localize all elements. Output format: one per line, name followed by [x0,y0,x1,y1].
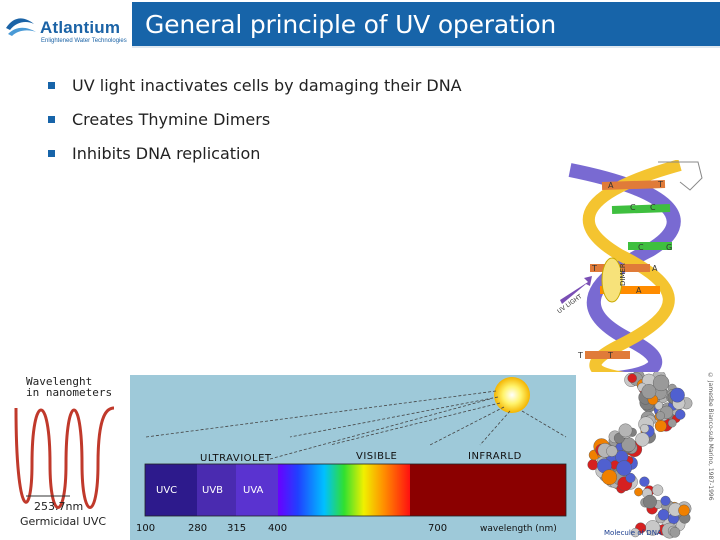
wavelength-figure [4,372,128,532]
base-label: T [591,264,597,273]
infrared-band [410,464,566,516]
germicidal-caption: Germicidal UVC [20,515,107,528]
atom-sphere [616,460,632,476]
atom-sphere [674,409,686,420]
molecule-caption: Molecule of DNA [604,529,662,537]
atom-sphere [669,526,681,538]
atom-sphere [678,504,690,517]
atom-sphere [606,445,618,457]
base-label: T [657,180,663,189]
title-bar [132,2,720,46]
uvc-band [145,464,197,516]
uvb-band [197,464,236,516]
base-label: A [652,264,658,273]
logo-tagline: Enlightened Water Technologies [41,38,127,44]
visible-band [278,464,410,516]
bullet-text: UV light inactivates cells by damaging t… [72,76,462,95]
tick-label: 100 [136,523,155,534]
atom-sphere [657,509,670,521]
tick-label: 400 [268,523,287,534]
atom-sphere [654,420,667,433]
slide-title: General principle of UV operation [145,10,557,39]
atom-sphere [667,418,677,428]
dimer-label: DIMER [619,263,627,286]
uvc-label: UVC [156,485,177,496]
logo-wave-icon [6,18,36,36]
bullet-square-icon [48,82,55,89]
bullet-square-icon [48,116,55,123]
uva-band [236,464,278,516]
base-label: G [666,243,672,252]
visible-label: VISIBLE [356,451,397,462]
bullet-text: Inhibits DNA replication [72,144,261,163]
atom-sphere [655,411,665,421]
infrared-label: INFRARLD [468,451,522,462]
wavelength-label-line2: in nanometers [26,386,113,399]
base-label: T [577,351,583,360]
base-label: C [638,243,644,252]
uvb-label: UVB [202,485,223,496]
sine-wave-graphic [14,406,115,509]
base-label: C [650,203,656,212]
sun-icon [494,377,530,413]
base-label: A [636,286,642,295]
wavelength-label-line1: Wavelenght [26,375,93,388]
atom-sphere [630,528,640,538]
wavelength-value: 253.7nm [34,500,84,513]
atom-sphere [652,484,664,496]
axis-label: wavelength (nm) [480,524,557,534]
bullet-item: UV light inactivates cells by damaging t… [48,74,462,108]
atom-sphere [639,476,650,487]
dna-molecule-model [577,372,700,540]
base-label: A [608,181,614,190]
uv-spectrum-diagram: ULTRAVIOLET VISIBLE INFRARLD UVC UVB UVA… [130,375,576,540]
atom-sphere [641,384,657,399]
atom-sphere [601,469,618,485]
bullet-text: Creates Thymine Dimers [72,110,271,129]
bullet-list: UV light inactivates cells by damaging t… [48,74,462,176]
atom-sphere [627,373,637,383]
header-divider [132,46,720,48]
atlantium-logo: Atlantium Enlightened Water Technologies [4,10,132,50]
atom-sphere [640,424,650,434]
base-label: C [630,203,636,212]
bullet-item: Creates Thymine Dimers [48,108,462,142]
atom-sphere [625,472,636,483]
tick-label: 280 [188,523,207,534]
atom-sphere [634,487,643,497]
header: Atlantium Enlightened Water Technologies… [0,0,720,48]
atom-sphere [643,494,657,509]
image-credit: © Jamesbe Bianco-sub Marino, 1987-1996 [707,372,714,501]
base-label: T [607,351,613,360]
atom-sphere [652,374,670,392]
atom-sphere [670,387,685,403]
bullet-item: Inhibits DNA replication [48,142,462,176]
wavelength-label: Wavelenght in nanometers [26,376,112,398]
bullet-square-icon [48,150,55,157]
logo-wordmark: Atlantium [40,18,121,37]
uva-label: UVA [243,485,264,496]
atom-sphere [660,495,671,506]
dna-helix-illustration: DIMER UV LIGHT A T C C C G T A A T T [556,160,703,380]
atom-sphere [618,423,633,438]
tick-label: 700 [428,523,447,534]
tick-label: 315 [227,523,246,534]
ultraviolet-label: ULTRAVIOLET [200,453,272,464]
atom-sphere [635,432,650,447]
